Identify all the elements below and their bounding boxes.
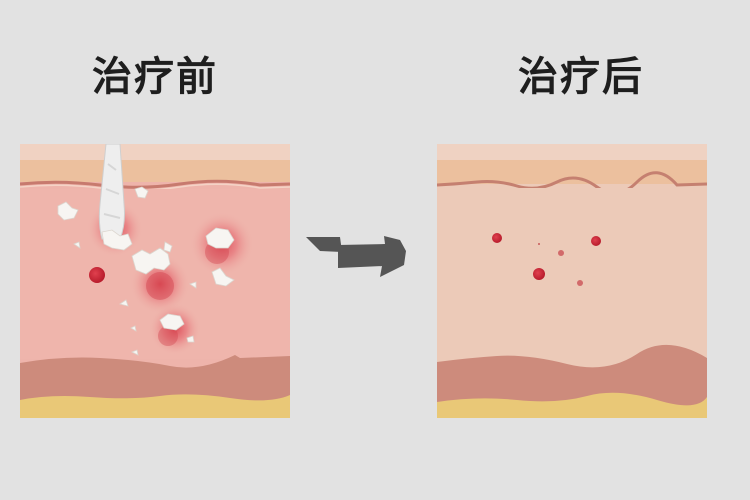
blood-dot-icon [89, 267, 105, 283]
blood-dot-icon [492, 233, 601, 286]
before-skin-illustration [20, 144, 290, 418]
hair-follicle-icon [98, 144, 125, 240]
after-skin-illustration [437, 144, 707, 418]
sebum-plug-icon [57, 186, 235, 356]
before-treatment-title: 治疗前 [92, 54, 218, 100]
after-treatment-title: 治疗后 [518, 54, 644, 100]
arrow-right-icon [300, 225, 415, 284]
